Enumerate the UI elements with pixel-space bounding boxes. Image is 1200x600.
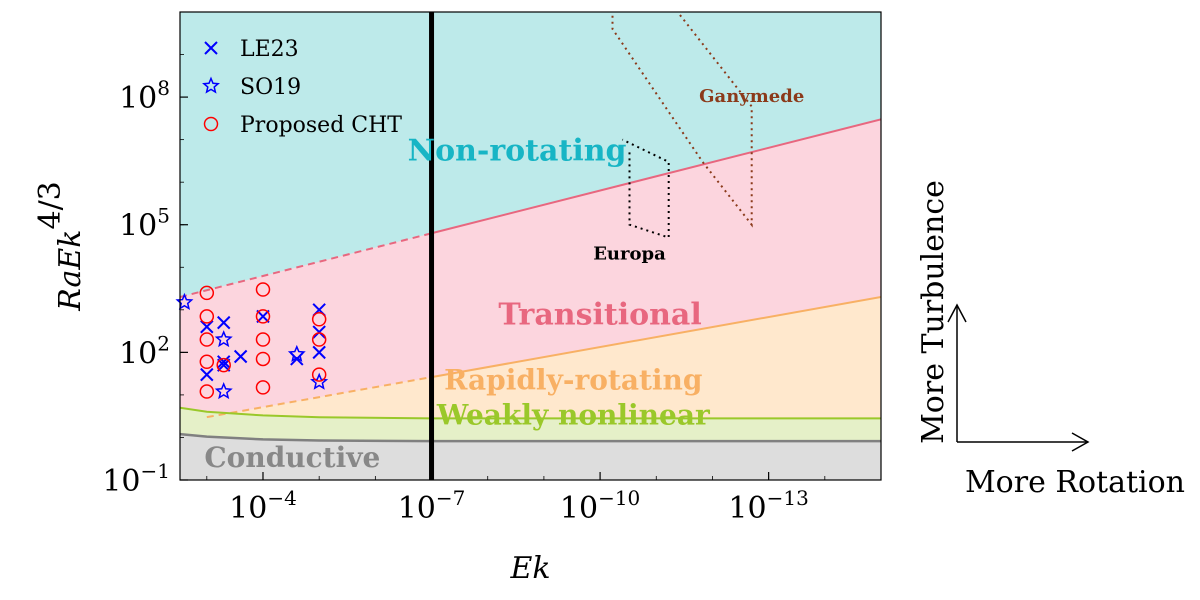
point-le23 [256, 309, 270, 324]
x-tick-label: 10−7 [398, 486, 466, 526]
legend-marker [202, 76, 220, 94]
x-axis-label: Ek [509, 551, 550, 586]
legend-label: SO19 [240, 75, 301, 100]
planet-europa-outline [621, 138, 670, 239]
legend-marker [203, 116, 219, 132]
point-le23 [200, 320, 214, 334]
planets-layer [611, 12, 753, 239]
point-proposed-cht [199, 354, 215, 370]
plot-frame [179, 11, 882, 481]
point-proposed-cht [199, 285, 215, 301]
boundary-nonrotating-dashed [180, 232, 432, 298]
boundary-weakly-nonlinear [180, 406, 881, 420]
legend-label: Proposed CHT [240, 113, 402, 138]
point-le23 [217, 315, 231, 330]
point-proposed-cht [199, 332, 215, 347]
boundary-conductive [180, 432, 881, 443]
region-label-conductive: Conductive [204, 441, 380, 474]
planet-label-europa: Europa [593, 243, 666, 264]
point-proposed-cht [255, 380, 271, 395]
y-tick-label: 102 [119, 331, 170, 371]
point-proposed-cht [255, 351, 271, 367]
y-tick-label: 105 [119, 204, 170, 244]
region-label-rapidly-rotating: Rapidly-rotating [444, 364, 702, 397]
planet-label-ganymede: Ganymede [699, 86, 804, 107]
boundary-nonrotating-solid [431, 118, 881, 235]
y-tick-label: 108 [119, 76, 170, 116]
point-proposed-cht [255, 309, 271, 324]
points-layer [175, 282, 329, 400]
point-le23 [217, 358, 231, 372]
region-label-weakly-nonlinear: Weakly nonlinear [436, 399, 711, 432]
point-so19 [310, 372, 329, 390]
more-turbulence-label: More Turbulence [916, 180, 951, 444]
legend-label: LE23 [240, 37, 299, 62]
point-proposed-cht [199, 309, 215, 324]
point-le23 [200, 367, 214, 382]
boundaries-layer [180, 118, 881, 443]
point-proposed-cht [311, 312, 327, 327]
legend-marker [204, 41, 218, 55]
point-proposed-cht [255, 282, 271, 297]
point-proposed-cht [199, 384, 215, 399]
boundary-rapid-dashed [206, 376, 432, 419]
labels-layer: Non-rotatingTransitionalRapidly-rotating… [204, 86, 804, 474]
point-proposed-cht [311, 332, 327, 347]
point-le23 [312, 325, 326, 339]
point-so19 [214, 330, 233, 348]
point-proposed-cht [216, 357, 231, 373]
x-tick-label: 10−10 [560, 486, 640, 526]
x-tick-label: 10−4 [229, 486, 297, 526]
point-so19 [287, 344, 306, 362]
more-rotation-label: More Rotation [965, 465, 1185, 500]
point-so19 [175, 292, 194, 310]
y-tick-label: 10−1 [102, 459, 170, 499]
point-le23 [233, 349, 248, 364]
point-le23 [312, 345, 326, 360]
region-label-non-rotating: Non-rotating [408, 133, 627, 168]
boundary-rapid-solid [431, 296, 881, 379]
region-conductive [180, 434, 881, 480]
point-le23 [217, 355, 231, 369]
region-label-transitional: Transitional [498, 297, 701, 332]
x-tick-label: 10−13 [728, 486, 808, 526]
point-so19 [214, 382, 233, 400]
rotation-arrow-head [1071, 432, 1090, 452]
point-proposed-cht [255, 332, 271, 347]
point-proposed-cht [311, 367, 327, 382]
planet-ganymede-outline [611, 12, 753, 228]
turbulence-arrow-head [947, 303, 967, 323]
y-axis-label: RaEk4/3 [33, 181, 88, 312]
